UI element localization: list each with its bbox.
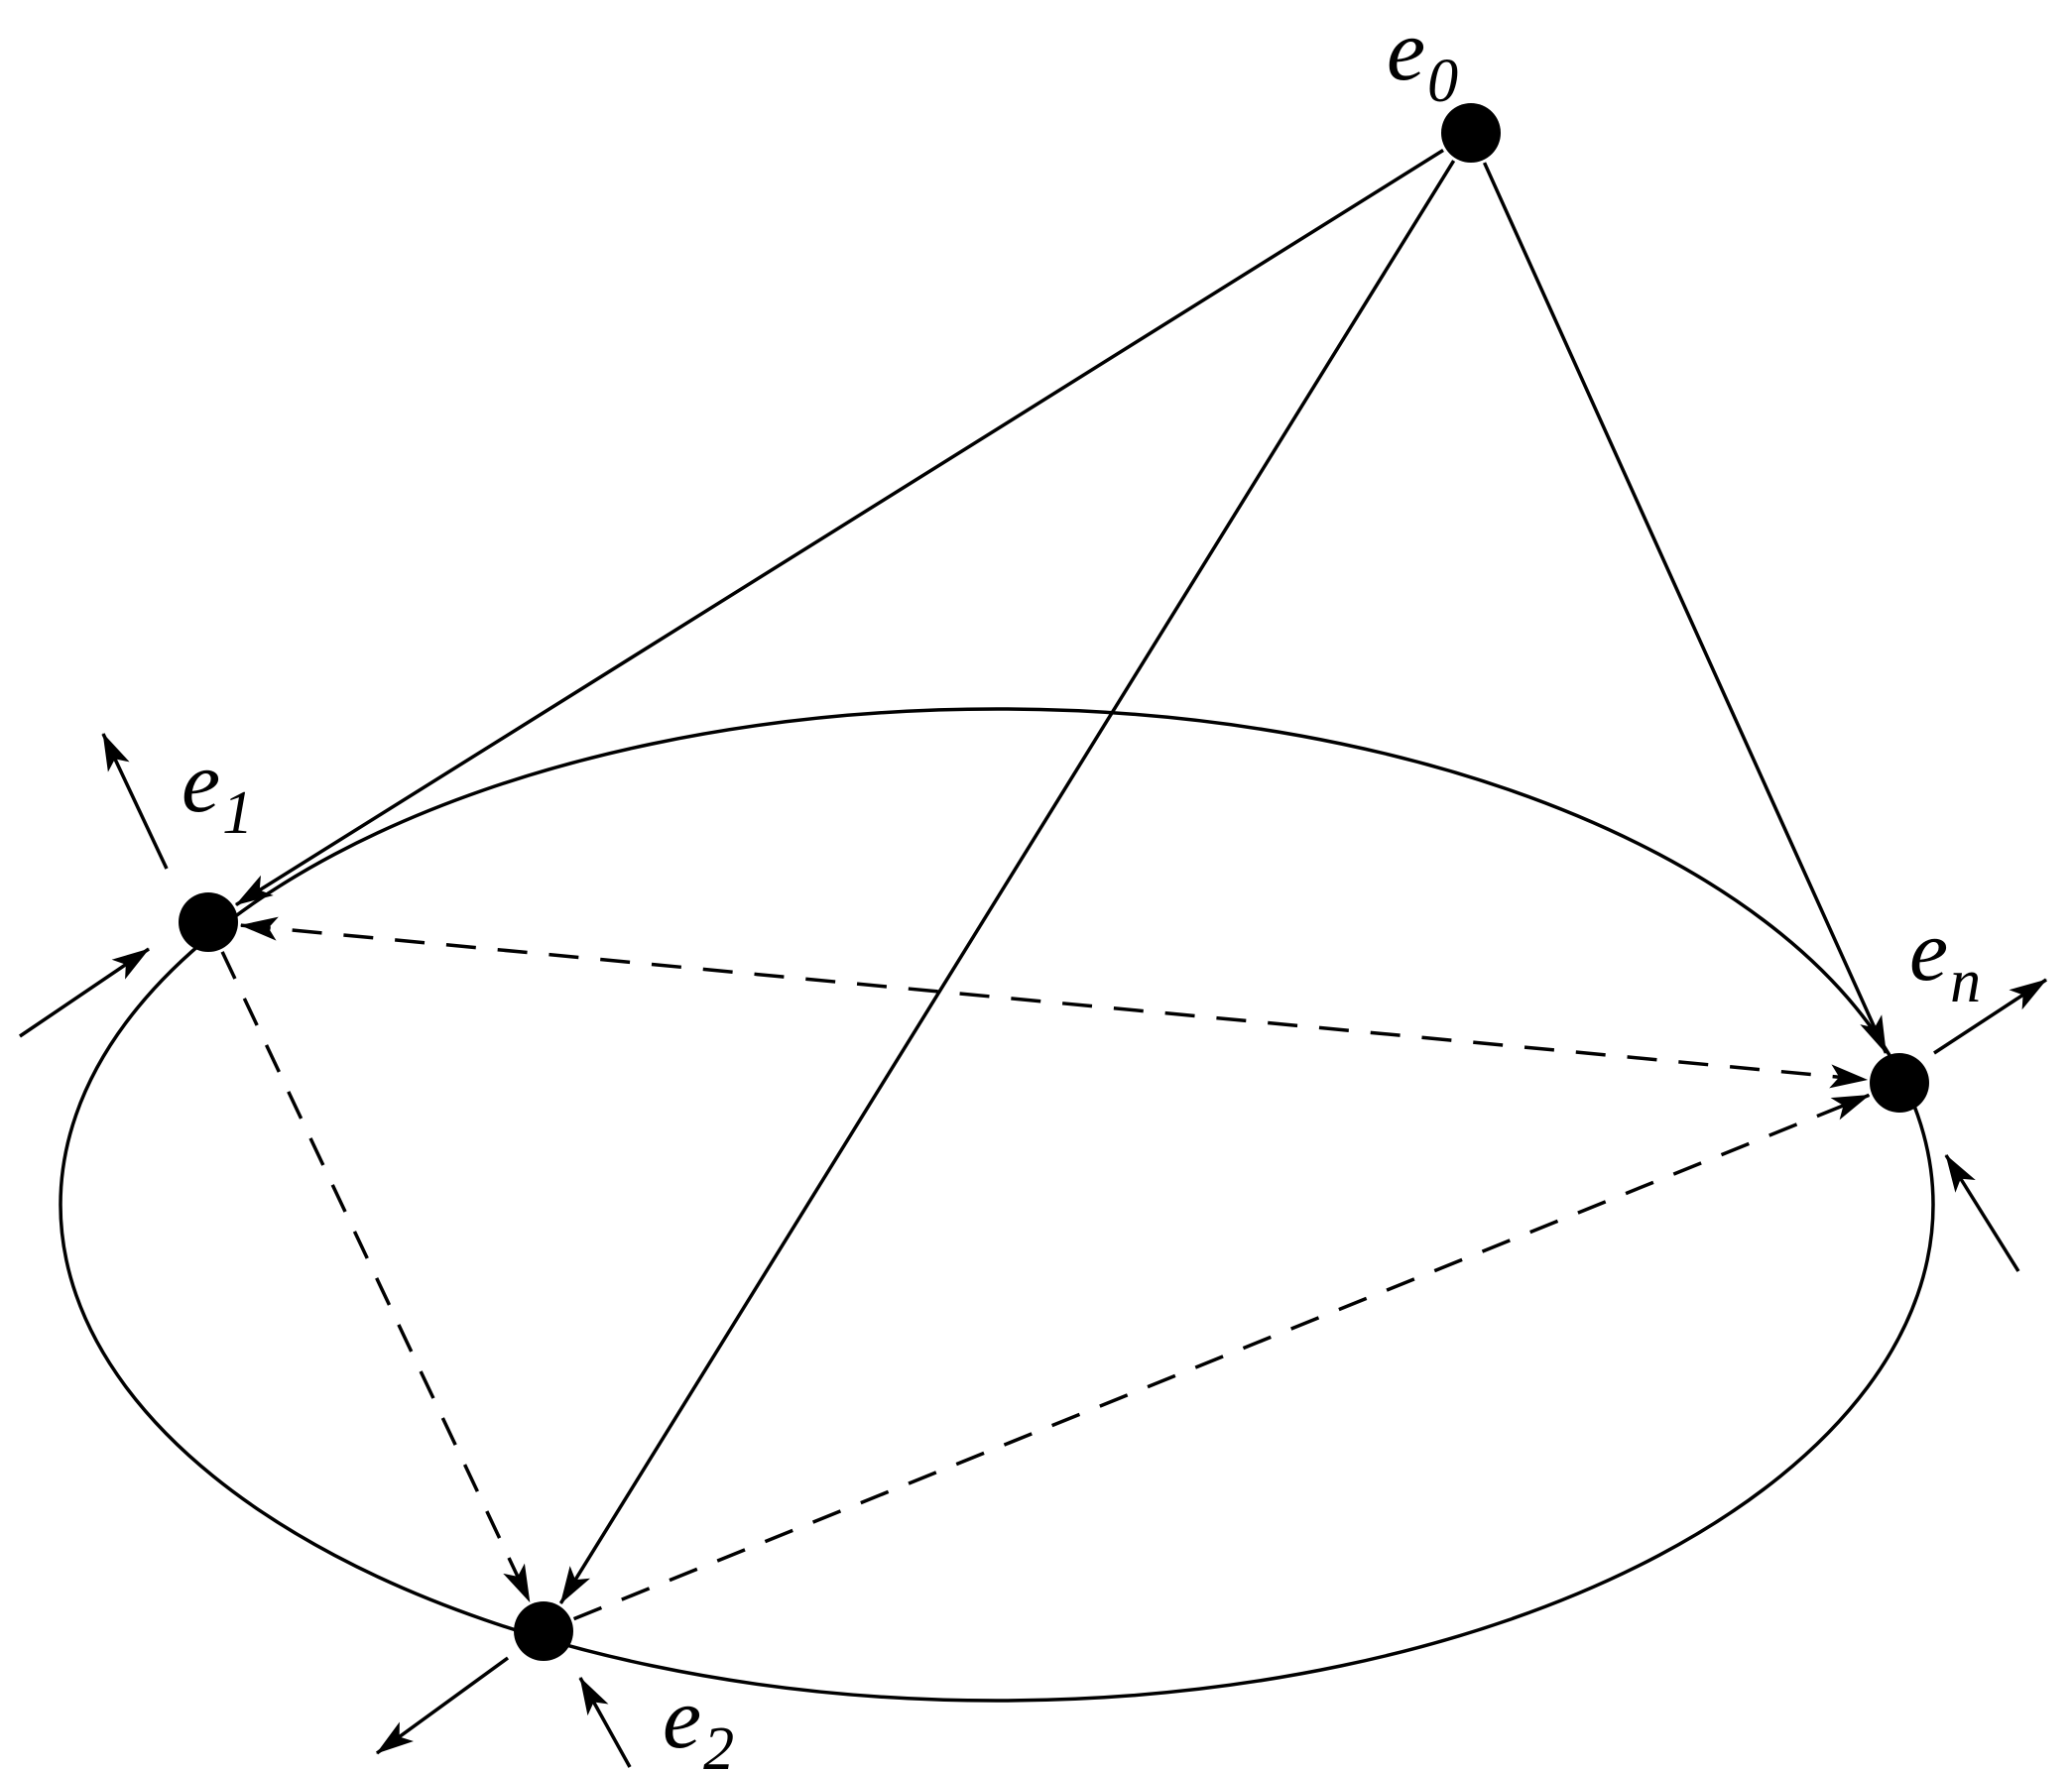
frame-arrow-e2-inward bbox=[578, 1677, 632, 1768]
node-e0 bbox=[1441, 103, 1501, 163]
node-layer bbox=[179, 103, 1929, 1661]
edge-e1-e2 bbox=[220, 951, 532, 1603]
frame-arrow-e2-outward bbox=[375, 1656, 510, 1755]
orbit-layer bbox=[59, 707, 1935, 1703]
node-en bbox=[1870, 1053, 1929, 1113]
edge-e0-en bbox=[1482, 162, 1889, 1054]
node-label-e1: e1 bbox=[182, 735, 253, 847]
frame-arrow-e1-outward bbox=[101, 733, 169, 870]
edge-e1-en bbox=[239, 916, 1869, 1089]
edge-e2-en bbox=[572, 1093, 1871, 1621]
node-label-e0: e0 bbox=[1387, 3, 1458, 115]
node-e1 bbox=[179, 892, 238, 952]
frame-arrow-en-inward bbox=[1944, 1154, 2020, 1272]
edge-e0-e2 bbox=[558, 160, 1456, 1604]
node-e2 bbox=[514, 1601, 573, 1661]
node-label-en: en bbox=[1909, 903, 1981, 1015]
frame-arrow-layer bbox=[19, 733, 2047, 1768]
orbit-ellipse bbox=[59, 707, 1935, 1703]
edge-e0-e1 bbox=[235, 149, 1444, 906]
frame-arrow-en-outward bbox=[1933, 978, 2047, 1055]
frame-arrow-e1-inward bbox=[19, 947, 150, 1038]
edge-layer bbox=[220, 149, 1889, 1621]
node-label-e2: e2 bbox=[663, 1671, 734, 1770]
label-layer: e0 e1 e2 en bbox=[182, 3, 1981, 1770]
